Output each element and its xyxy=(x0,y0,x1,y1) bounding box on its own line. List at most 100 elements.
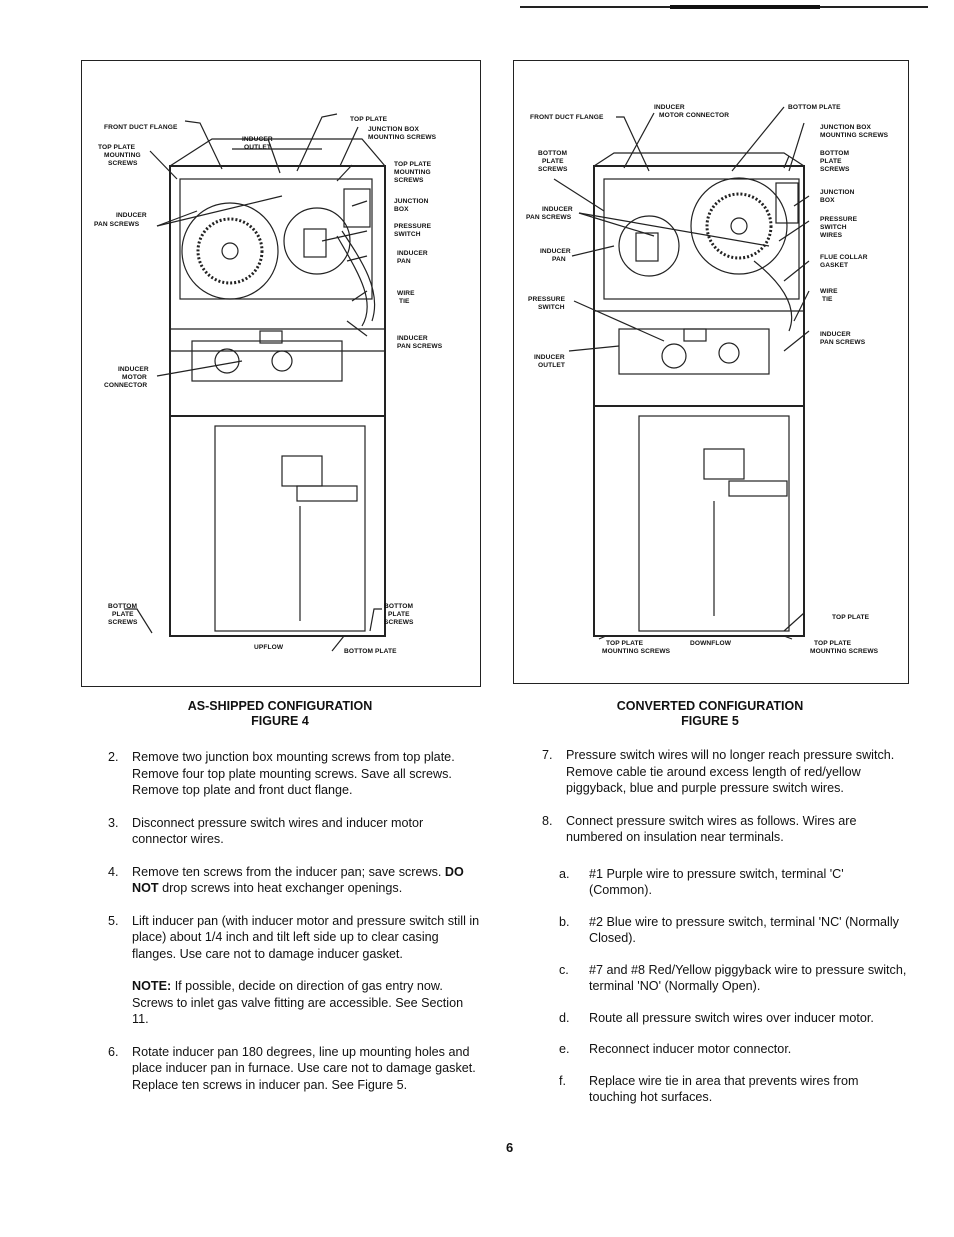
label-flue-collar-gasket-2: GASKET xyxy=(820,262,848,269)
substep-b-text: #2 Blue wire to pressure switch, termina… xyxy=(589,914,899,946)
label-top-plate-mounting-screws-r2: MOUNTING xyxy=(394,169,431,176)
label-bottom-plate-screws-l2: PLATE xyxy=(112,611,134,618)
substep-c-text: #7 and #8 Red/Yellow piggyback wire to p… xyxy=(589,962,907,994)
label-top-plate-mounting-screws-l1: TOP PLATE xyxy=(98,144,136,151)
step-4-text-after: drop screws into heat exchanger openings… xyxy=(162,881,403,895)
label-top-plate-mounting-screws-l1: TOP PLATE xyxy=(606,640,644,647)
left-column-steps: 2.Remove two junction box mounting screw… xyxy=(96,749,481,1109)
figure-4-caption: AS-SHIPPED CONFIGURATION FIGURE 4 xyxy=(130,699,430,729)
label-wire-tie-2: TIE xyxy=(822,296,833,303)
step-3: 3.Disconnect pressure switch wires and i… xyxy=(108,815,424,847)
label-upflow: UPFLOW xyxy=(254,644,284,651)
label-wire-tie-1: WIRE xyxy=(820,288,838,295)
label-top-plate-mounting-screws-l2: MOUNTING xyxy=(104,152,141,159)
label-inducer-outlet-1: INDUCER xyxy=(534,354,565,361)
label-junction-box-mounting-screws-2: MOUNTING SCREWS xyxy=(820,132,889,139)
label-inducer-pan-screws-r1: INDUCER xyxy=(397,335,428,342)
label-pressure-switch-1: PRESSURE xyxy=(394,223,432,230)
label-wire-tie-2: TIE xyxy=(399,298,410,305)
label-inducer-pan-2: PAN xyxy=(397,258,411,265)
label-bottom-plate-screws-r2: PLATE xyxy=(820,158,842,165)
label-bottom-plate-screws-l1: BOTTOM xyxy=(108,603,137,610)
step-6-text: Rotate inducer pan 180 degrees, line up … xyxy=(132,1044,476,1092)
label-bottom-plate: BOTTOM PLATE xyxy=(788,104,841,111)
label-inducer-pan-screws-2: PAN SCREWS xyxy=(526,214,572,221)
substep-e: e.Reconnect inducer motor connector. xyxy=(559,1042,792,1056)
label-bottom-plate-screws-l3: SCREWS xyxy=(538,166,568,173)
label-bottom-plate-screws-r1: BOTTOM xyxy=(384,603,413,610)
label-junction-box-mounting-screws-1: JUNCTION BOX xyxy=(820,124,872,131)
label-inducer-pan-screws-2: PAN SCREWS xyxy=(94,221,140,228)
step-4-warning: DO NOT xyxy=(132,864,464,896)
label-inducer-pan-screws-1: INDUCER xyxy=(542,206,573,213)
figure-4-caption-number: FIGURE 4 xyxy=(251,714,309,728)
label-pressure-switch-wires-3: WIRES xyxy=(820,232,843,239)
label-pressure-switch-1: PRESSURE xyxy=(528,296,566,303)
label-junction-box-mounting-screws-2: MOUNTING SCREWS xyxy=(368,134,437,141)
step-7-text: Pressure switch wires will no longer rea… xyxy=(566,748,895,795)
step-3-text: Disconnect pressure switch wires and ind… xyxy=(132,815,424,847)
label-top-plate-mounting-screws-r1: TOP PLATE xyxy=(814,640,852,647)
label-inducer-pan-screws-r2: PAN SCREWS xyxy=(820,339,866,346)
label-downflow: DOWNFLOW xyxy=(690,640,732,647)
label-inducer-pan-1: INDUCER xyxy=(540,248,571,255)
label-bottom-plate-screws-r3: SCREWS xyxy=(384,619,414,626)
figure-4-caption-title: AS-SHIPPED CONFIGURATION xyxy=(187,699,373,713)
label-bottom-plate-screws-r1: BOTTOM xyxy=(820,150,849,157)
step-4-text-before: Remove ten screws from the inducer pan; … xyxy=(132,864,442,879)
figure-4-upflow-diagram: FRONT DUCT FLANGE TOP PLATE JUNCTION BOX… xyxy=(81,60,481,687)
label-top-plate-mounting-screws-r2: MOUNTING SCREWS xyxy=(810,648,879,655)
label-junction-box-2: BOX xyxy=(394,206,409,213)
substep-d-text: Route all pressure switch wires over ind… xyxy=(589,1010,874,1025)
substep-b: b.#2 Blue wire to pressure switch, termi… xyxy=(559,914,899,946)
substep-d: d.Route all pressure switch wires over i… xyxy=(559,1010,874,1025)
substep-f-text: Replace wire tie in area that prevents w… xyxy=(589,1073,859,1105)
label-front-duct-flange: FRONT DUCT FLANGE xyxy=(104,124,178,131)
label-inducer-pan-1: INDUCER xyxy=(397,250,428,257)
label-inducer-pan-screws-r1: INDUCER xyxy=(820,331,851,338)
step-2: 2.Remove two junction box mounting screw… xyxy=(108,750,455,797)
label-junction-box-2: BOX xyxy=(820,197,835,204)
label-junction-box-mounting-screws-1: JUNCTION BOX xyxy=(368,126,420,133)
label-bottom-plate-screws-r2: PLATE xyxy=(388,611,410,618)
label-junction-box-1: JUNCTION xyxy=(394,198,429,205)
label-inducer-motor-connector-1: INDUCER xyxy=(654,104,685,111)
label-inducer-motor-connector-1: INDUCER xyxy=(118,366,149,373)
note-text: If possible, decide on direction of gas … xyxy=(132,979,464,1026)
step-7: 7.Pressure switch wires will no longer r… xyxy=(542,748,895,795)
label-top-plate-mounting-screws-l3: SCREWS xyxy=(108,160,138,167)
step-2-text: Remove two junction box mounting screws … xyxy=(132,750,455,797)
header-rule xyxy=(520,5,928,9)
label-bottom-plate-screws-l1: BOTTOM xyxy=(538,150,567,157)
label-bottom-plate: BOTTOM PLATE xyxy=(344,648,397,655)
label-bottom-plate-screws-l2: PLATE xyxy=(542,158,564,165)
label-inducer-pan-screws-1: INDUCER xyxy=(116,212,147,219)
step-8: 8.Connect pressure switch wires as follo… xyxy=(542,813,857,845)
substep-f: f.Replace wire tie in area that prevents… xyxy=(559,1073,859,1105)
label-pressure-switch-wires-2: SWITCH xyxy=(820,224,847,231)
label-pressure-switch-2: SWITCH xyxy=(394,231,421,238)
label-inducer-outlet-2: OUTLET xyxy=(538,362,565,369)
label-pressure-switch-2: SWITCH xyxy=(538,304,565,311)
step-6: 6.Rotate inducer pan 180 degrees, line u… xyxy=(108,1044,476,1092)
figure-5-downflow-diagram: FRONT DUCT FLANGE INDUCER MOTOR CONNECTO… xyxy=(513,60,909,684)
note-label: NOTE: xyxy=(132,979,172,993)
step-5-text: Lift inducer pan (with inducer motor and… xyxy=(132,913,480,961)
step-5: 5.Lift inducer pan (with inducer motor a… xyxy=(108,913,480,961)
label-top-plate: TOP PLATE xyxy=(832,614,870,621)
label-inducer-motor-connector-2: MOTOR xyxy=(122,374,147,381)
label-top-plate-mounting-screws-r1: TOP PLATE xyxy=(394,161,432,168)
label-bottom-plate-screws-l3: SCREWS xyxy=(108,619,138,626)
label-inducer-outlet-1: INDUCER xyxy=(242,136,273,143)
step-8-text: Connect pressure switch wires as follows… xyxy=(566,813,857,845)
label-inducer-motor-connector-3: CONNECTOR xyxy=(104,382,147,389)
label-inducer-outlet-2: OUTLET xyxy=(244,144,271,151)
label-front-duct-flange: FRONT DUCT FLANGE xyxy=(530,114,604,121)
label-pressure-switch-wires-1: PRESSURE xyxy=(820,216,858,223)
label-flue-collar-gasket-1: FLUE COLLAR xyxy=(820,254,868,261)
label-bottom-plate-screws-r3: SCREWS xyxy=(820,166,850,173)
figure-5-caption: CONVERTED CONFIGURATION FIGURE 5 xyxy=(560,699,860,729)
label-inducer-pan-2: PAN xyxy=(552,256,566,263)
right-column-steps: 7.Pressure switch wires will no longer r… xyxy=(530,747,908,1121)
label-junction-box-1: JUNCTION xyxy=(820,189,855,196)
